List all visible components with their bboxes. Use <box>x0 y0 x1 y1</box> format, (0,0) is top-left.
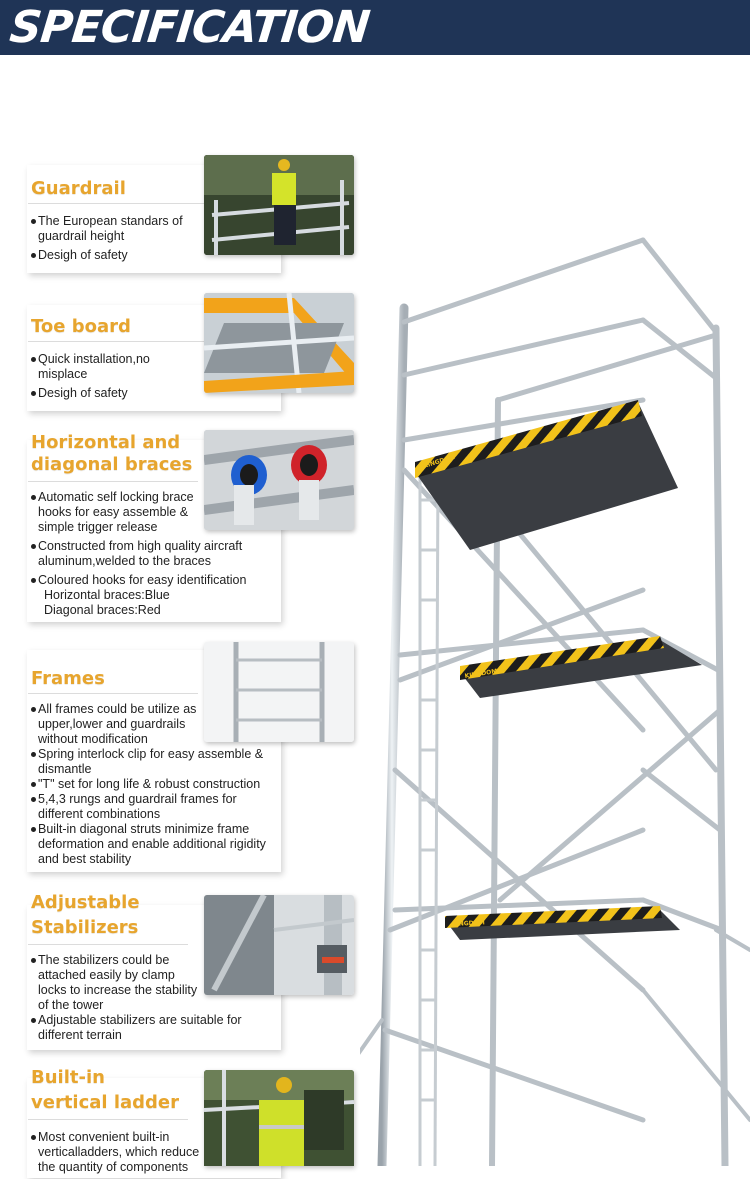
bullet-item: The European standars of guardrail heigh… <box>31 214 196 244</box>
sub-line: Diagonal braces:Red <box>44 603 161 617</box>
divider <box>28 203 208 204</box>
bullet-item: 5,4,3 rungs and guardrail frames for dif… <box>31 792 273 822</box>
bullet-item: Constructed from high quality aircraft a… <box>31 539 271 569</box>
stabilizer-clamp-photo <box>204 895 354 995</box>
bullet-list: The stabilizers could be attached easily… <box>31 953 271 1047</box>
worker-on-ladder-photo <box>204 1070 354 1166</box>
board-brand-label: KINGDOM <box>452 919 485 928</box>
section-title: vertical ladder <box>31 1092 180 1113</box>
scaffold-tower-illustration: KINGDOM KINGDOM KINGDOM <box>360 217 750 1166</box>
bullet-item: Coloured hooks for easy identification <box>31 573 271 588</box>
bullet-list: Automatic self locking brace hooks for e… <box>31 490 271 622</box>
bullet-item: Adjustable stabilizers are suitable for … <box>31 1013 268 1043</box>
divider <box>28 341 208 342</box>
divider <box>28 944 188 945</box>
bullet-list: The European standars of guardrail heigh… <box>31 214 196 267</box>
frame-photo <box>204 642 354 742</box>
sub-line: Horizontal braces:Blue <box>44 588 170 602</box>
bullet-list: All frames could be utilize as upper,low… <box>31 702 279 867</box>
bullet-item: Automatic self locking brace hooks for e… <box>31 490 203 535</box>
bullet-item: Desigh of safety <box>31 248 196 263</box>
toe-board-photo <box>204 293 354 393</box>
section-title: Stabilizers <box>31 917 139 938</box>
bullet-item: "T" set for long life & robust construct… <box>31 777 279 792</box>
section-title: diagonal braces <box>31 454 193 475</box>
bullet-item: Quick installation,no misplace <box>31 352 196 382</box>
section-title: Adjustable <box>31 892 140 913</box>
divider <box>28 693 198 694</box>
bullet-item: All frames could be utilize as upper,low… <box>31 702 198 747</box>
bullet-list: Most convenient built-in verticalladders… <box>31 1130 201 1179</box>
section-title: Built-in <box>31 1067 105 1088</box>
bullet-item: Built-in diagonal struts minimize frame … <box>31 822 278 867</box>
brace-hooks-photo <box>204 430 354 530</box>
bullet-item: Desigh of safety <box>31 386 196 401</box>
divider <box>28 1119 188 1120</box>
bullet-item: Spring interlock clip for easy assemble … <box>31 747 273 777</box>
bullet-list: Quick installation,no misplace Desigh of… <box>31 352 196 405</box>
section-title: Guardrail <box>31 178 126 199</box>
section-title: Horizontal and <box>31 432 181 453</box>
section-title: Toe board <box>31 316 131 337</box>
bullet-item: The stabilizers could be attached easily… <box>31 953 203 1013</box>
section-title: Frames <box>31 668 105 689</box>
divider <box>28 481 198 482</box>
worker-on-guardrail-photo <box>204 155 354 255</box>
bullet-item: Most convenient built-in verticalladders… <box>31 1130 201 1175</box>
header-banner: SPECIFICATION <box>0 0 750 55</box>
page-title: SPECIFICATION <box>7 2 372 53</box>
